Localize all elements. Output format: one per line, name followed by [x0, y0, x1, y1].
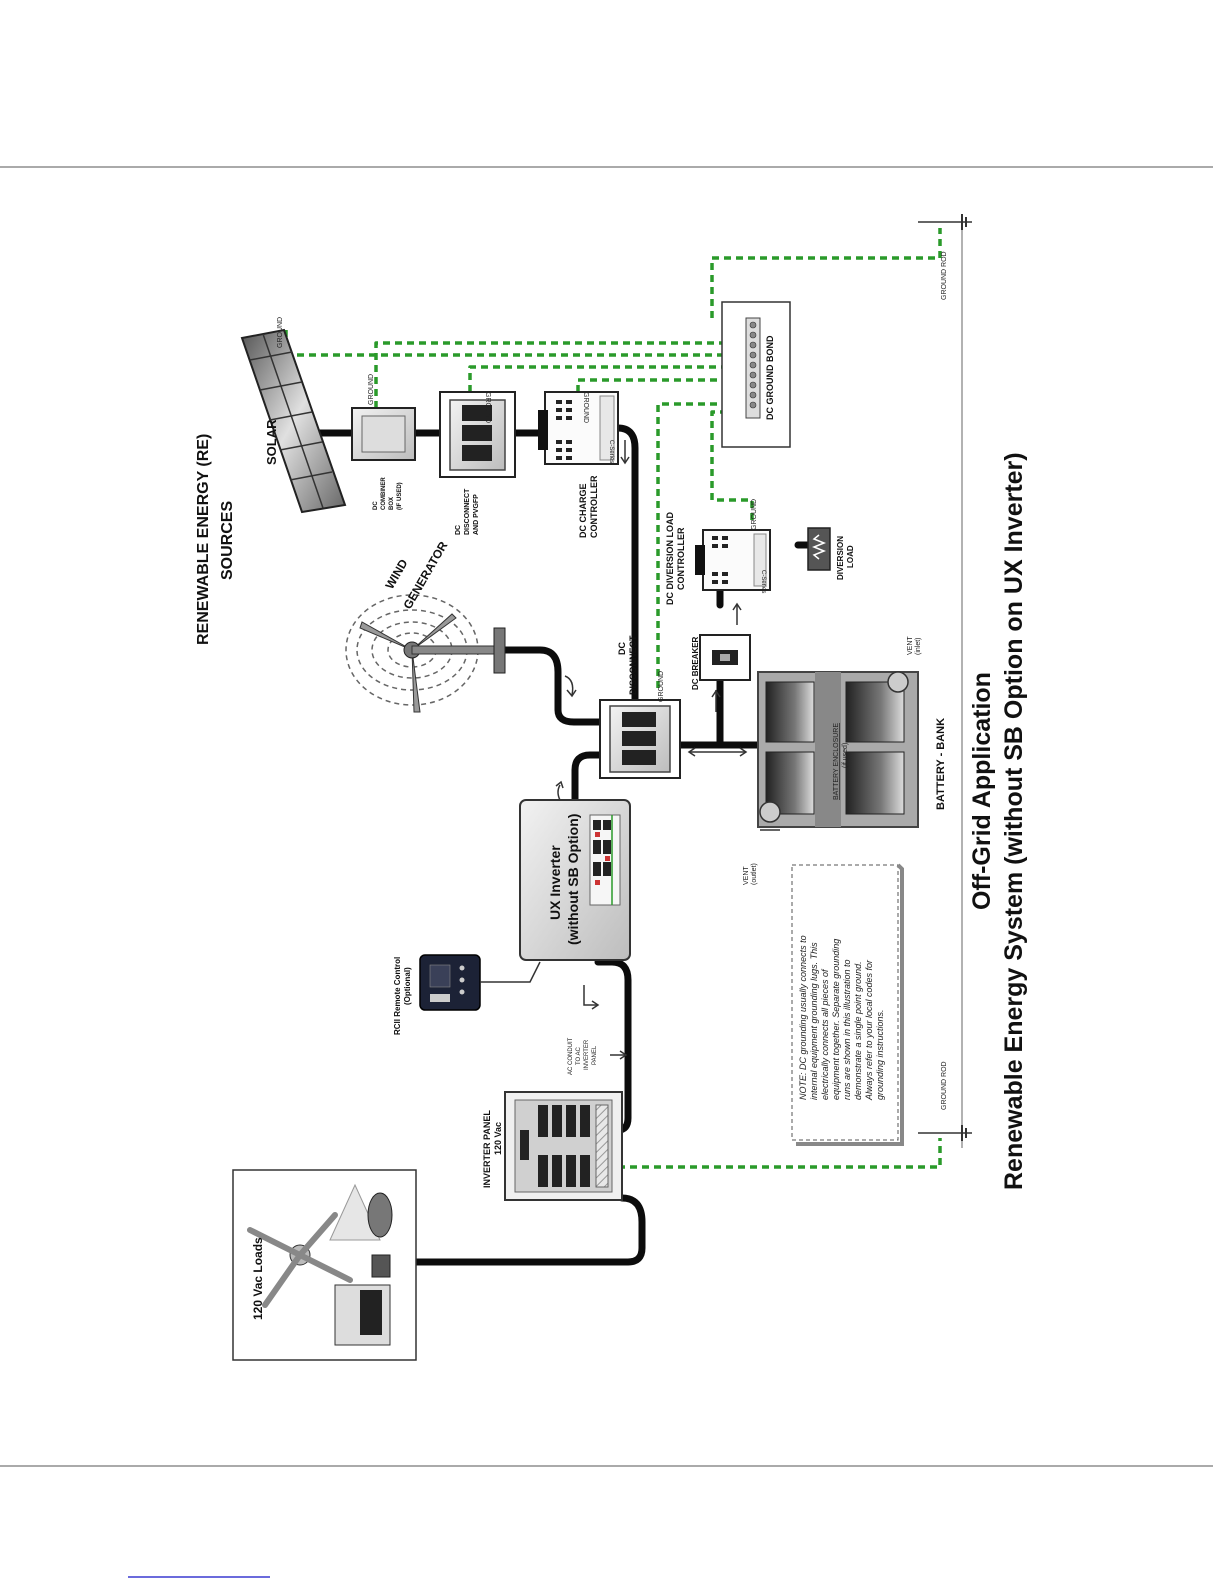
- note-line-2: internal equipment grounding lugs. This: [809, 942, 819, 1100]
- dc-charge-controller: C-Series: [538, 391, 619, 465]
- dc-diversion-load-controller: C-Series: [695, 529, 771, 593]
- ac-conduit-label-3: INVERTER: [584, 1039, 590, 1070]
- dc-disconnect-main: [599, 699, 681, 779]
- remote-label-2: (Optional): [403, 967, 412, 1005]
- diagram-title-line-2: Renewable Energy System (without SB Opti…: [1000, 452, 1028, 1190]
- diversion-controller-series-label: C-Series: [760, 570, 766, 593]
- dc-disconnect-pvgfp: [439, 391, 516, 478]
- dc-ground-bond: [721, 301, 791, 448]
- ac-loads-label: 120 Vac Loads: [251, 1237, 265, 1320]
- flow-arrows: [555, 440, 748, 1060]
- solar-ground-label: GROUND: [277, 317, 284, 348]
- dc-ground-bond-label: DC GROUND BOND: [765, 335, 775, 420]
- remote-label-1: RCII Remote Control: [393, 957, 402, 1035]
- vent-inlet-label-1: VENT: [907, 636, 914, 655]
- diversion-controller-label-1: DC DIVERSION LOAD: [665, 511, 675, 605]
- re-sources-label-1: RENEWABLE ENERGY (RE): [195, 434, 212, 645]
- pv-disconnect-label-1: DC: [455, 525, 462, 535]
- combiner-label-2: COMBINER: [381, 477, 387, 510]
- wind-generator-label-2: GENERATOR: [400, 539, 450, 612]
- charge-controller-label-1: DC CHARGE: [578, 483, 588, 538]
- charge-controller-label-2: CONTROLLER: [589, 475, 599, 538]
- ground-rod-top-label: GROUND ROD: [941, 251, 948, 300]
- ac-conduit-label-4: PANEL: [592, 1045, 598, 1065]
- solar-panel: [240, 328, 347, 514]
- dc-breaker-label: DC BREAKER: [691, 636, 700, 690]
- charge-ground-label: GROUND: [582, 392, 589, 423]
- vent-inlet-label-2: (inlet): [915, 637, 922, 655]
- ac-loads-box: [232, 1169, 417, 1361]
- pv-disconnect-label-3: AND PVGFP: [473, 494, 480, 535]
- diversion-load-label-2: LOAD: [846, 545, 855, 568]
- note-line-5: runs are shown in this illustration to: [842, 959, 852, 1100]
- charge-controller-series-label: C-Series: [608, 440, 614, 463]
- ux-inverter: [519, 799, 631, 961]
- battery-enclosure-label-1: BATTERY ENCLOSURE: [833, 723, 840, 800]
- wind-generator: [345, 594, 506, 713]
- solar-label: SOLAR: [264, 419, 279, 465]
- inverter-panel-label-2: 120 Vac: [493, 1122, 503, 1155]
- ac-conduit-label-2: TO AC: [576, 1046, 582, 1065]
- combiner-label-4: (IF USED): [397, 482, 403, 510]
- note-line-8: grounding instructions.: [875, 1009, 885, 1100]
- rcii-remote-control: [419, 954, 481, 1011]
- inverter-panel: [504, 1091, 623, 1201]
- ground-rod-bottom: [918, 1125, 972, 1141]
- vent-outlet-label-2: (outlet): [751, 863, 758, 885]
- combiner-ground-label: GROUND: [368, 374, 375, 405]
- ux-inverter-label-2: (without SB Option): [565, 814, 581, 945]
- diversion-ground-label: GROUND: [751, 499, 758, 530]
- dc-combiner-box: [351, 407, 416, 461]
- note-line-3: electrically connects all pieces of: [820, 968, 830, 1100]
- dc-disconnect-label-2: DISCONNECT: [628, 635, 638, 695]
- ac-conduit-label-1: AC CONDUIT: [568, 1037, 574, 1075]
- inverter-panel-label-1: INVERTER PANEL: [482, 1110, 492, 1188]
- note-line-6: demonstrate a single point ground.: [853, 961, 863, 1100]
- diversion-controller-label-2: CONTROLLER: [676, 527, 686, 590]
- combiner-label-3: BOX: [389, 497, 395, 510]
- ground-rod-top: [918, 214, 972, 230]
- dc-disconnect-ground-label: GROUND: [658, 671, 665, 702]
- note-line-4: equipment together. Separate grounding: [831, 939, 841, 1100]
- wind-generator-label-1: WIND: [382, 557, 410, 592]
- note-line-1: NOTE: DC grounding usually connects to: [798, 935, 808, 1100]
- ground-rod-bottom-label: GROUND ROD: [941, 1061, 948, 1110]
- diversion-load-label-1: DIVERSION: [836, 536, 845, 580]
- power-cables: [301, 424, 812, 1266]
- battery-bank: [757, 671, 919, 831]
- battery-enclosure-label-2: (if used): [842, 743, 849, 768]
- pvgfp-ground-label: GROUND: [484, 392, 491, 423]
- diagram-title-line-1: Off-Grid Application: [968, 672, 996, 910]
- re-sources-label-2: SOURCES: [219, 501, 236, 580]
- vent-outlet-label-1: VENT: [743, 866, 750, 885]
- ux-inverter-label-1: UX Inverter: [547, 845, 563, 920]
- labels: RENEWABLE ENERGY (RE) SOURCES SOLAR GROU…: [195, 251, 1028, 1320]
- battery-bank-label: BATTERY - BANK: [935, 718, 947, 810]
- remote-cable: [480, 961, 541, 983]
- diversion-load: [807, 527, 831, 571]
- pv-disconnect-label-2: DISCONNECT: [464, 488, 471, 535]
- dc-breaker: [699, 634, 751, 681]
- note-line-7: Always refer to your local codes for: [864, 959, 874, 1101]
- combiner-label-1: DC: [373, 501, 379, 510]
- note-box: [791, 863, 904, 1146]
- dc-disconnect-label-1: DC: [617, 642, 627, 655]
